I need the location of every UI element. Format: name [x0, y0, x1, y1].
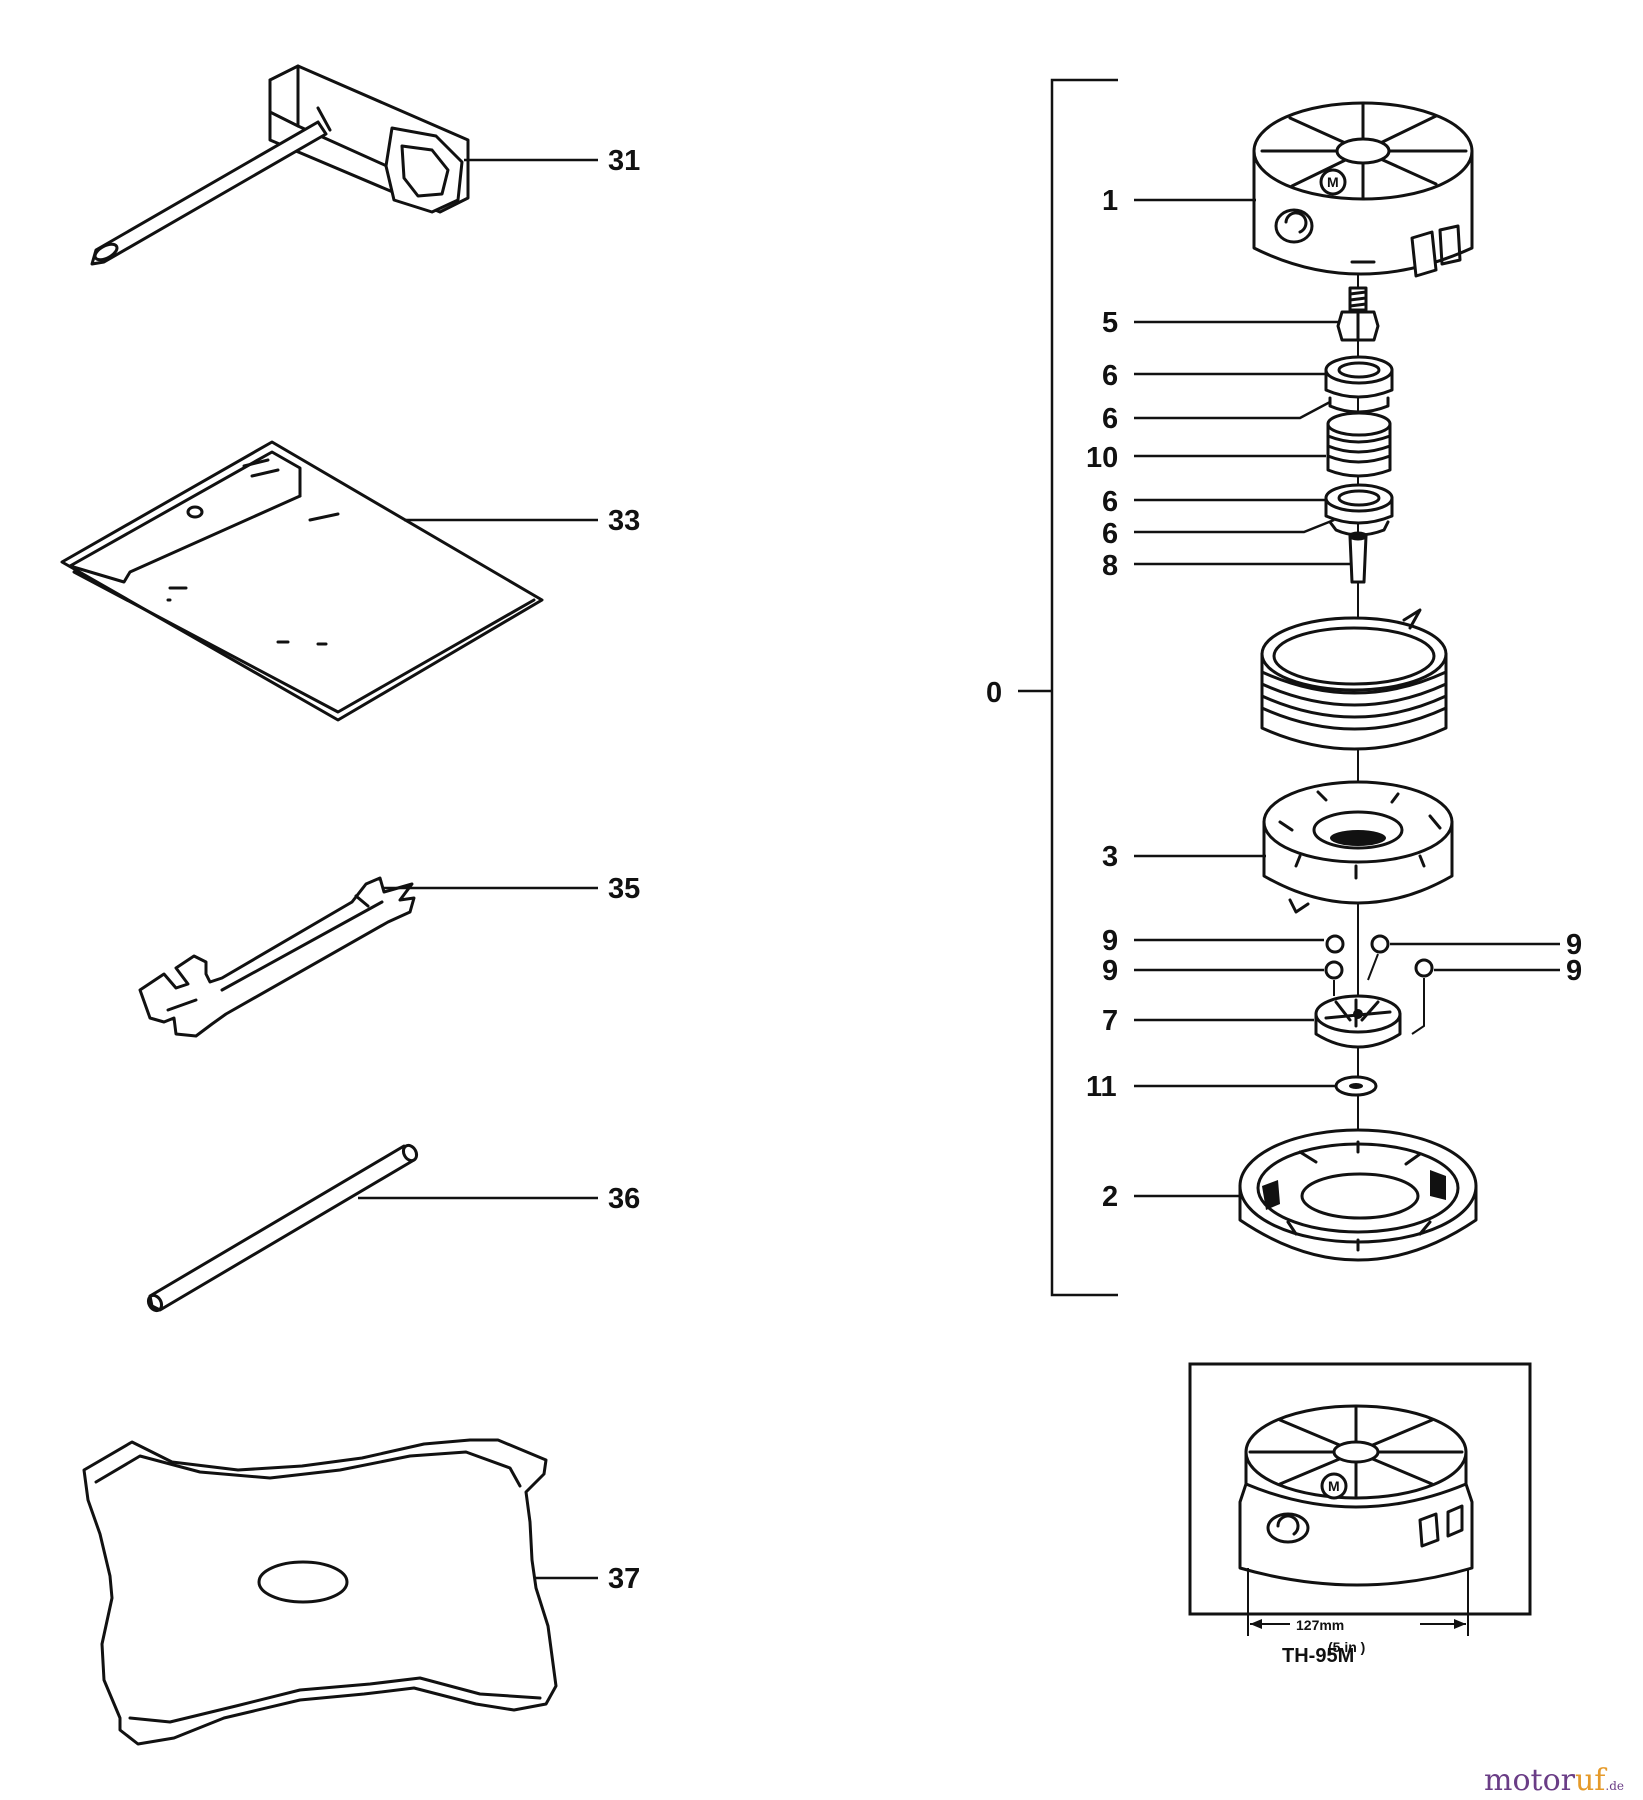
svg-text:motoruf.de: motoruf.de	[1484, 1763, 1624, 1798]
callout-6d: 6	[1102, 518, 1118, 550]
cover-m-mark: M	[1327, 174, 1339, 190]
callout-10: 10	[1086, 442, 1118, 474]
watermark-logo: motoruf.de	[1484, 1763, 1624, 1798]
inset-m-mark: M	[1328, 1478, 1340, 1494]
callout-33: 33	[608, 505, 640, 537]
part-3-spool-housing	[1262, 780, 1454, 914]
line-spool	[1260, 608, 1448, 751]
part-6-upper-washers	[1324, 355, 1394, 414]
part-35-open-wrench	[138, 876, 416, 1038]
part-7-ratchet-hub	[1314, 994, 1402, 1049]
callout-9b: 9	[1102, 955, 1118, 987]
callout-35: 35	[608, 873, 640, 905]
callout-6a: 6	[1102, 360, 1118, 392]
callout-9a: 9	[1102, 925, 1118, 957]
callout-31: 31	[608, 145, 640, 177]
callout-5: 5	[1102, 307, 1118, 339]
callout-0: 0	[986, 677, 1002, 709]
callout-9d: 9	[1566, 955, 1582, 987]
inset-dimension-mm: 127mm	[1296, 1617, 1344, 1633]
inset-th95m: M 127mm (5 in )	[1188, 1362, 1532, 1655]
bracket-0	[1050, 78, 1118, 1297]
callout-9c: 9	[1566, 929, 1582, 961]
part-2-base-housing	[1238, 1128, 1478, 1262]
part-37-brush-blade	[82, 1438, 558, 1746]
callout-8: 8	[1102, 550, 1118, 582]
part-8-pin	[1348, 531, 1368, 584]
part-6-lower-washers	[1324, 483, 1394, 537]
callout-37: 37	[608, 1563, 640, 1595]
inset-dimension-in: (5 in )	[1328, 1639, 1365, 1655]
part-10-spring	[1326, 411, 1392, 478]
part-36-rod	[146, 1143, 419, 1313]
inset-model-label: TH-95M	[1282, 1645, 1354, 1667]
leader-6b	[1134, 400, 1331, 420]
part-33-tool-bag	[60, 440, 544, 722]
part-5-bolt	[1336, 286, 1380, 342]
callout-3: 3	[1102, 841, 1118, 873]
ball-guide-lines	[1333, 953, 1425, 1035]
part-9-balls	[1324, 934, 1434, 980]
part-31-plug-wrench	[90, 64, 470, 266]
callout-2: 2	[1102, 1181, 1118, 1213]
callout-7: 7	[1102, 1005, 1118, 1037]
callout-11: 11	[1086, 1071, 1117, 1103]
part-1-cover: M	[1252, 101, 1474, 278]
callout-6c: 6	[1102, 486, 1118, 518]
leader-6d	[1134, 518, 1335, 534]
part-11-washer	[1334, 1075, 1378, 1097]
callout-6b: 6	[1102, 403, 1118, 435]
callout-1: 1	[1102, 185, 1118, 217]
callout-36: 36	[608, 1183, 640, 1215]
